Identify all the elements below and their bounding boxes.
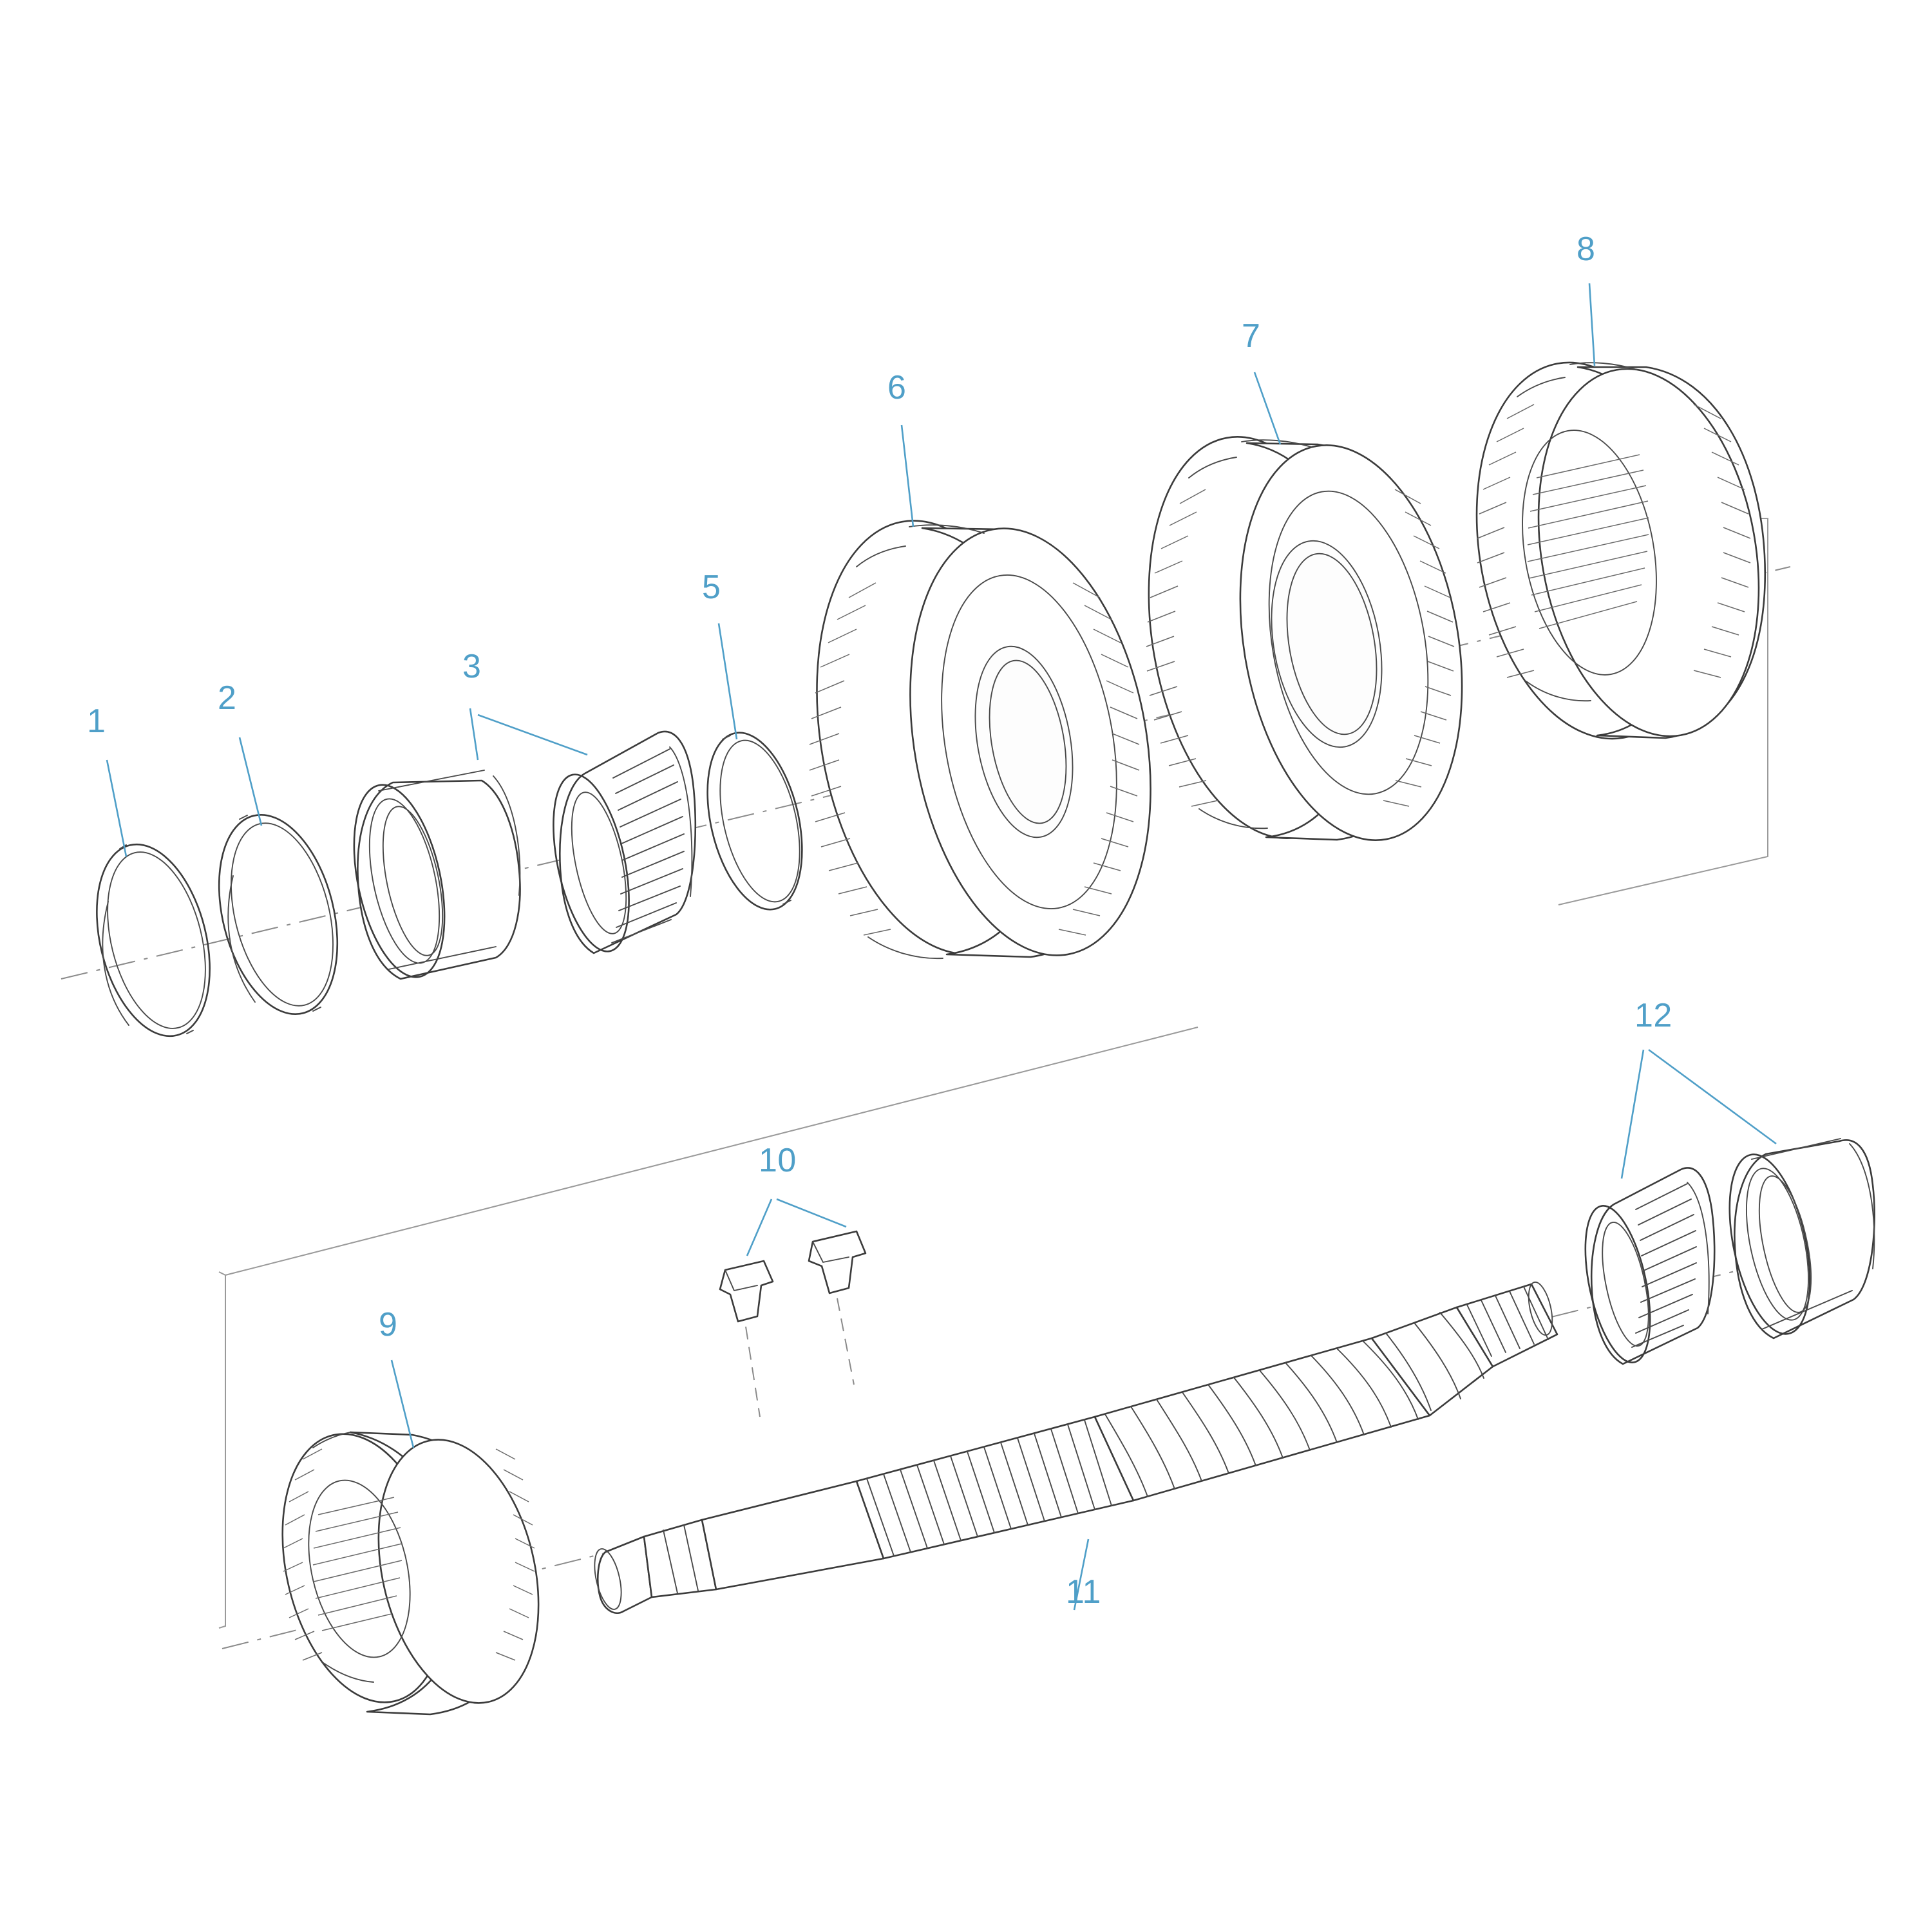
- part-8-gear-splined: [1475, 361, 1766, 740]
- upper-frame-bracket: [1558, 518, 1768, 905]
- leader-5: [717, 623, 738, 740]
- leader-1: [106, 759, 128, 857]
- part-12-bearing-cup: [1728, 1138, 1875, 1340]
- part-7-gear-medium: [1146, 436, 1463, 841]
- gear-6-crown: [856, 524, 985, 960]
- callout-label-12: 12: [1634, 997, 1672, 1034]
- part-11-output-shaft: [594, 1281, 1558, 1615]
- cone-12-rollers: [1631, 1183, 1697, 1348]
- leader-6: [900, 424, 914, 527]
- part-2-snap-ring-inner: [218, 813, 339, 1016]
- part-6-gear-large: [809, 520, 1151, 960]
- gear-7-teeth: [1146, 489, 1455, 807]
- frame-diagonal: [225, 1027, 1198, 1276]
- part-3-bearing-cone: [553, 730, 697, 954]
- leader-12b: [1648, 1048, 1777, 1145]
- part-5-retaining-ring: [706, 732, 803, 911]
- gear-8-spline-bore: [1527, 454, 1649, 629]
- gear-7-crown: [1188, 439, 1312, 829]
- leader-12: [1620, 1049, 1645, 1179]
- part-1-snap-ring-outer: [96, 843, 211, 1037]
- leader-10: [746, 1198, 773, 1256]
- cone-roller-teeth: [611, 748, 685, 943]
- part-9-sliding-clutch-gear: [281, 1431, 540, 1716]
- callout-label-6: 6: [887, 369, 907, 406]
- part-12-bearing-cone: [1584, 1167, 1716, 1365]
- leader-10b: [776, 1198, 847, 1228]
- gear-8-crown: [1517, 362, 1638, 702]
- shaft-spline-teeth: [866, 1419, 1112, 1557]
- leader-9: [390, 1359, 415, 1448]
- leader-7: [1253, 372, 1282, 445]
- lower-frame-bracket: [218, 1271, 226, 1629]
- part-10-keys: [719, 1230, 867, 1417]
- shaft-tail-spline: [1466, 1286, 1549, 1357]
- gear-8-teeth: [1477, 404, 1751, 678]
- callout-label-1: 1: [87, 703, 106, 740]
- leader-11: [1073, 1539, 1090, 1611]
- callout-label-11: 11: [1066, 1573, 1101, 1611]
- leader-3b: [477, 714, 588, 756]
- leader-2: [238, 737, 263, 826]
- callout-label-2: 2: [218, 679, 237, 717]
- callout-label-9: 9: [379, 1306, 398, 1343]
- gear-9-spline-bore: [312, 1497, 402, 1631]
- gear-6-teeth: [809, 582, 1140, 936]
- callout-label-3: 3: [462, 648, 482, 685]
- shaft-helical-teeth: [1104, 1340, 1419, 1497]
- gear-9-teeth: [283, 1448, 535, 1661]
- leader-3: [469, 708, 479, 761]
- callout-label-8: 8: [1577, 231, 1596, 268]
- gear-9-crown: [312, 1432, 374, 1683]
- callout-label-7: 7: [1242, 317, 1261, 355]
- callout-label-5: 5: [702, 569, 721, 606]
- callout-label-10: 10: [759, 1142, 797, 1179]
- part-3-bearing-cup: [353, 770, 521, 980]
- leader-8: [1588, 283, 1596, 366]
- callout-leaders: [106, 283, 1777, 1611]
